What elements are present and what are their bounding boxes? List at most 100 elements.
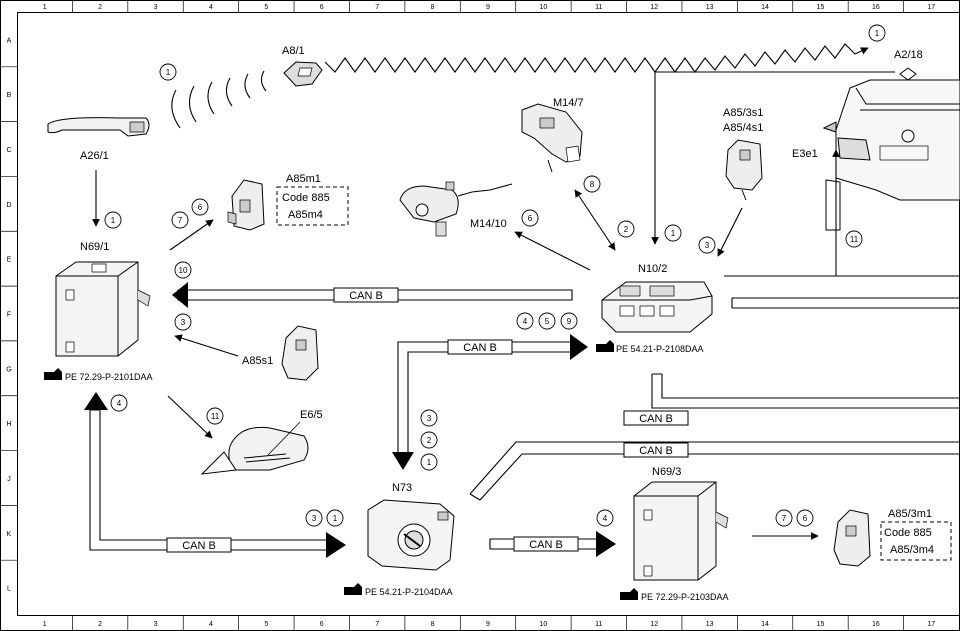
can-b-label-box bbox=[447, 339, 513, 355]
circled-marker bbox=[596, 509, 614, 527]
ref-link-n10-2[interactable]: PE 54.21-P-2108DAA bbox=[616, 344, 704, 354]
circled-marker bbox=[420, 431, 438, 449]
grid-col-label: 11 bbox=[595, 4, 602, 11]
ref-link-n69-3[interactable]: PE 72.29-P-2103DAA bbox=[641, 592, 729, 602]
grid-col-label: 8 bbox=[431, 4, 435, 11]
grid-col-label: 8 bbox=[431, 621, 435, 628]
ref-hand-icon-n693 bbox=[620, 588, 638, 600]
marker-number: 7 bbox=[782, 514, 787, 523]
arrow-m147-n102 bbox=[574, 189, 616, 251]
grid-col-label: 15 bbox=[817, 4, 825, 11]
code-885-box-a853m4 bbox=[880, 521, 952, 561]
arrow-a85s1-n691 bbox=[174, 334, 239, 357]
label-e6-5: E6/5 bbox=[300, 409, 323, 421]
label-a85-3m1: A85/3m1 bbox=[888, 508, 932, 520]
grid-col-label: 17 bbox=[927, 4, 935, 11]
grid-col-label: 4 bbox=[209, 621, 213, 628]
can-b-label-box bbox=[513, 536, 579, 552]
label-e3e1: E3e1 bbox=[792, 148, 818, 160]
switch-a85s1-icon bbox=[281, 325, 319, 381]
marker-number: 1 bbox=[166, 68, 171, 77]
grid-col-label: 6 bbox=[320, 621, 324, 628]
grid-col-label: 1 bbox=[43, 621, 47, 628]
grid-col-label: 16 bbox=[872, 4, 880, 11]
actuator-a85-3m1-icon bbox=[833, 509, 871, 567]
marker-number: 6 bbox=[528, 214, 533, 223]
ref-link-n69-1[interactable]: PE 72.29-P-2101DAA bbox=[65, 372, 153, 382]
grid-col-label: 16 bbox=[872, 621, 880, 628]
grid-col-label: 14 bbox=[761, 4, 769, 11]
label-a85-4s1: A85/4s1 bbox=[723, 122, 763, 134]
circled-marker bbox=[420, 453, 438, 471]
grid-row-label: B bbox=[7, 92, 12, 99]
circled-marker bbox=[560, 312, 578, 330]
can-b-mid-bus bbox=[392, 334, 588, 470]
label-a85-3s1: A85/3s1 bbox=[723, 107, 763, 119]
can-b-label-box bbox=[623, 410, 689, 426]
label-code-885-a: Code 885 bbox=[282, 192, 330, 204]
can-b-label-top: CAN B bbox=[349, 290, 383, 302]
marker-number: 11 bbox=[211, 412, 220, 421]
marker-number: 11 bbox=[850, 235, 859, 244]
circled-marker bbox=[583, 175, 601, 193]
label-m14-10: M14/10 bbox=[470, 218, 507, 230]
marker-number: 9 bbox=[567, 317, 572, 326]
grid-col-label: 12 bbox=[650, 4, 658, 11]
circled-marker bbox=[104, 211, 122, 229]
ref-link-n73[interactable]: PE 54.21-P-2104DAA bbox=[365, 587, 453, 597]
can-b-label-left: CAN B bbox=[182, 540, 216, 552]
grid-row-label: E bbox=[7, 257, 12, 264]
grid-col-label: 10 bbox=[540, 4, 548, 11]
lock-actuator-a85m1-icon bbox=[227, 179, 265, 231]
grid-col-label: 3 bbox=[154, 621, 158, 628]
circled-marker bbox=[174, 261, 192, 279]
circled-marker bbox=[796, 509, 814, 527]
grid-col-label: 4 bbox=[209, 4, 213, 11]
n69-3-module-icon bbox=[633, 481, 729, 581]
marker-number: 10 bbox=[179, 266, 188, 275]
marker-number: 3 bbox=[705, 241, 710, 250]
circled-marker bbox=[159, 63, 177, 81]
marker-number: 4 bbox=[603, 514, 608, 523]
marker-number: 2 bbox=[624, 225, 629, 234]
can-b-right-bus-lower bbox=[469, 441, 960, 501]
label-n69-3: N69/3 bbox=[652, 466, 681, 478]
can-b-right-bus-upper bbox=[651, 373, 960, 409]
circled-marker bbox=[305, 509, 323, 527]
grid-col-label: 5 bbox=[264, 621, 268, 628]
circled-marker bbox=[538, 312, 556, 330]
can-b-label-box bbox=[166, 537, 232, 553]
circled-marker bbox=[326, 509, 344, 527]
can-b-label-right-lower: CAN B bbox=[639, 445, 673, 457]
grid-row-label: C bbox=[6, 147, 11, 154]
can-b-label-box bbox=[333, 287, 399, 303]
label-a26-1: A26/1 bbox=[80, 150, 109, 162]
mirror-e6-5-icon bbox=[200, 426, 309, 475]
grid-col-label: 6 bbox=[320, 4, 324, 11]
grid-col-label: 11 bbox=[595, 621, 602, 628]
code-885-box-a85m4 bbox=[276, 186, 349, 226]
marker-number: 6 bbox=[198, 203, 203, 212]
circled-marker bbox=[521, 209, 539, 227]
grid-col-label: 13 bbox=[706, 621, 714, 628]
grid-row-label: D bbox=[6, 202, 11, 209]
marker-number: 5 bbox=[545, 317, 550, 326]
circled-marker bbox=[110, 394, 128, 412]
n10-2-module-icon bbox=[601, 281, 713, 333]
marker-number: 3 bbox=[427, 414, 432, 423]
arrow-a853s1-n102 bbox=[717, 207, 743, 257]
grid-row-label: A bbox=[7, 37, 12, 44]
arrow-to-a85m1 bbox=[169, 219, 214, 251]
label-n73: N73 bbox=[392, 482, 412, 494]
door-handle-icon bbox=[47, 117, 150, 137]
grid-row-label: H bbox=[6, 421, 11, 428]
e6-5-leader bbox=[267, 421, 301, 456]
label-m14-7: M14/7 bbox=[553, 97, 584, 109]
can-b-label-mid: CAN B bbox=[463, 342, 497, 354]
marker-number: 3 bbox=[181, 318, 186, 327]
grid-col-label: 7 bbox=[375, 621, 379, 628]
circled-marker bbox=[698, 236, 716, 254]
marker-number: 1 bbox=[333, 514, 338, 523]
grid-col-label: 5 bbox=[264, 4, 268, 11]
a2-18-antenna-symbol bbox=[899, 67, 917, 81]
